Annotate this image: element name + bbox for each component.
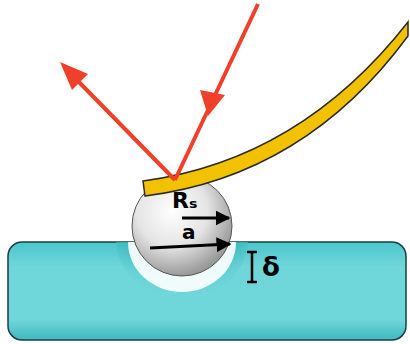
beam-arrowhead: [60, 62, 88, 90]
radius-label: Rₛ: [172, 190, 197, 212]
contact-radius-label: a: [182, 222, 196, 242]
beam-arrowhead: [212, 42, 240, 101]
depth-bracket: [247, 252, 257, 282]
beam-arrowhead: [200, 90, 225, 116]
radius-arrow: [182, 217, 229, 220]
incident-beam: [175, 4, 258, 180]
contact-radius-arrow: [150, 244, 230, 248]
reflected-beam: [74, 77, 175, 180]
cantilever: [143, 22, 408, 196]
depth-label: δ: [262, 254, 280, 280]
